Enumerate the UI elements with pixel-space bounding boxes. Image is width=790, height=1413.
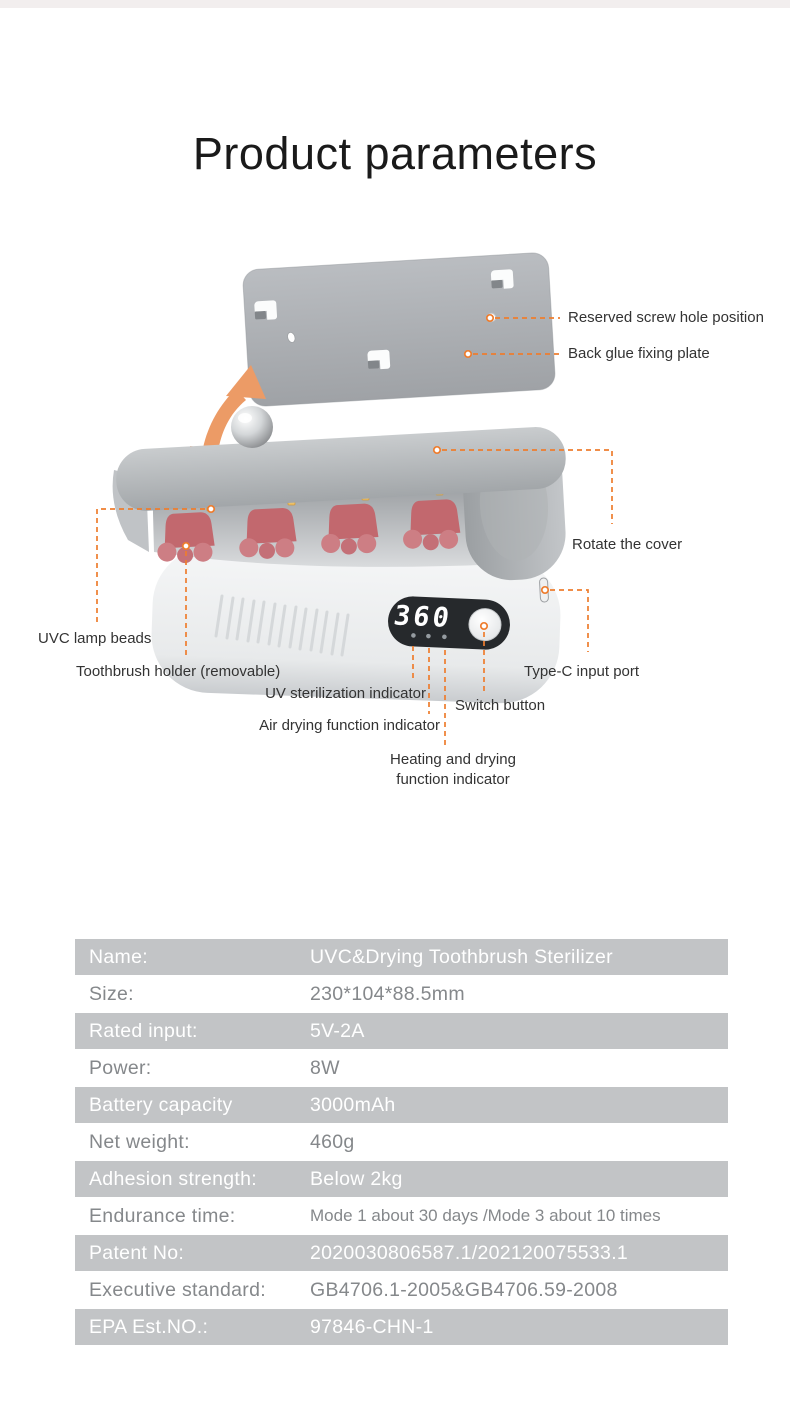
annotation-uvc-lamp-beads: UVC lamp beads — [38, 630, 152, 647]
typec-slot — [539, 577, 549, 603]
page-title: Product parameters — [192, 128, 598, 180]
leader-dots — [181, 313, 550, 631]
spec-value: 5V-2A — [310, 1019, 365, 1042]
spec-label: Patent No: — [89, 1241, 185, 1264]
spec-label: Endurance time: — [89, 1204, 236, 1227]
spec-value: 3000mAh — [310, 1093, 396, 1116]
switch-button — [468, 608, 502, 642]
spec-row-size: Size: 230*104*88.5mm — [75, 976, 728, 1012]
spec-row-executive-standard: Executive standard: GB4706.1-2005&GB4706… — [75, 1272, 728, 1308]
inner-cavity — [151, 450, 504, 567]
annotation-rotate-cover: Rotate the cover — [572, 536, 683, 553]
spec-label: Battery capacity — [89, 1093, 233, 1116]
leader-lines — [96, 317, 613, 746]
spec-row-power: Power: 8W — [75, 1050, 728, 1086]
back-plate — [242, 252, 556, 407]
cover-top — [116, 427, 566, 511]
uvc-lamp-beads — [206, 485, 444, 512]
spec-value: 8W — [310, 1056, 340, 1079]
spec-label: Rated input: — [89, 1019, 198, 1042]
toothbrush-clips — [157, 499, 461, 564]
spec-row-adhesion: Adhesion strength: Below 2kg — [75, 1161, 728, 1197]
spec-value: 230*104*88.5mm — [310, 982, 465, 1005]
rotate-arrow — [190, 365, 266, 488]
vent-ribs — [214, 594, 350, 657]
cover-left-lip — [112, 470, 149, 552]
spec-label: EPA Est.NO.: — [89, 1315, 209, 1338]
spec-label: Adhesion strength: — [89, 1167, 258, 1190]
annotation-uv-indicator: UV sterilization indicator — [265, 685, 426, 702]
annotation-switch-button: Switch button — [455, 697, 546, 714]
annotation-back-glue-plate: Back glue fixing plate — [568, 345, 710, 362]
spec-label: Power: — [89, 1056, 152, 1079]
spec-label: Name: — [89, 945, 148, 968]
spec-value: 460g — [310, 1130, 355, 1153]
spec-value: Below 2kg — [310, 1167, 403, 1190]
spec-table: Name: UVC&Drying Toothbrush Sterilizer S… — [75, 939, 728, 1346]
display-readout: 360 — [391, 600, 455, 634]
spec-label: Size: — [89, 982, 134, 1005]
annotation-typec-port: Type-C input port — [524, 663, 640, 680]
pivot-ball — [231, 406, 273, 448]
spec-row-patent: Patent No: 2020030806587.1/202120075533.… — [75, 1235, 728, 1271]
spec-row-battery: Battery capacity 3000mAh — [75, 1087, 728, 1123]
spec-row-epa: EPA Est.NO.: 97846-CHN-1 — [75, 1309, 728, 1345]
spec-row-net-weight: Net weight: 460g — [75, 1124, 728, 1160]
device-body — [151, 546, 561, 704]
spec-value: Mode 1 about 30 days /Mode 3 about 10 ti… — [310, 1206, 661, 1225]
spec-value: UVC&Drying Toothbrush Sterilizer — [310, 945, 613, 968]
spec-row-rated-input: Rated input: 5V-2A — [75, 1013, 728, 1049]
spec-row-endurance: Endurance time: Mode 1 about 30 days /Mo… — [75, 1198, 728, 1234]
spec-value: GB4706.1-2005&GB4706.59-2008 — [310, 1278, 618, 1301]
annotation-reserved-screw-hole: Reserved screw hole position — [568, 309, 764, 326]
top-strip — [0, 0, 790, 8]
cover-right-cap — [462, 431, 566, 581]
spec-label: Executive standard: — [89, 1278, 266, 1301]
spec-value: 2020030806587.1/202120075533.1 — [310, 1241, 629, 1264]
spec-label: Net weight: — [89, 1130, 190, 1153]
annotation-air-indicator: Air drying function indicator — [259, 717, 440, 734]
spec-row-name: Name: UVC&Drying Toothbrush Sterilizer — [75, 939, 728, 975]
annotation-heat-indicator: Heating and drying function indicator — [390, 751, 516, 789]
spec-value: 97846-CHN-1 — [310, 1315, 434, 1338]
annotation-toothbrush-holder: Toothbrush holder (removable) — [76, 663, 281, 680]
